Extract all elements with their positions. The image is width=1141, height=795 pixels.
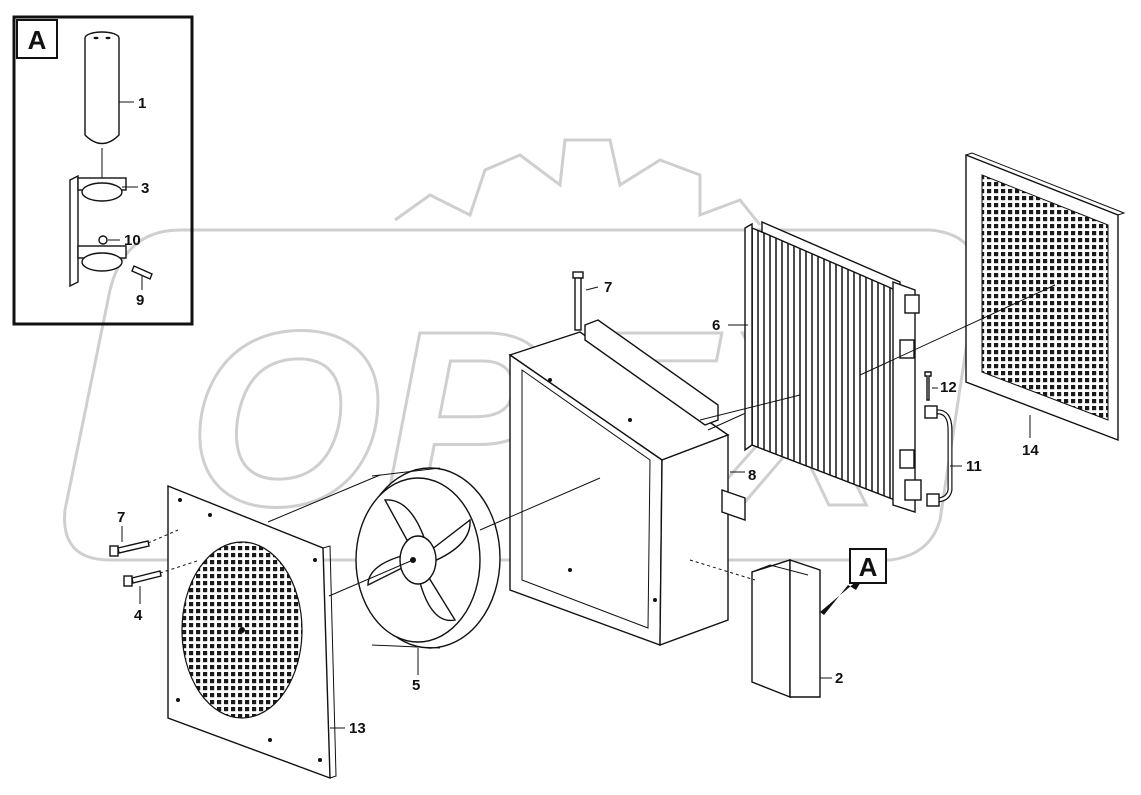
frame-housing-part	[508, 319, 749, 647]
fan-shroud-plate-part	[167, 484, 337, 780]
screw-part-12	[924, 371, 932, 401]
mounting-bracket-part	[69, 174, 153, 288]
detail-inset-a: A	[12, 15, 194, 326]
duct-cover-part	[751, 559, 821, 699]
part-label-2: 2	[835, 670, 843, 687]
part-label-11: 11	[966, 458, 982, 475]
part-label-3: 3	[141, 180, 149, 197]
assembly-lines	[147, 284, 1056, 597]
part-label-14: 14	[1022, 442, 1039, 459]
part-label-1: 1	[138, 95, 146, 112]
part-label-5: 5	[412, 677, 420, 694]
part-labels: 1 3 10 9 7 6 8 12 11 14 2 5 13 4 7	[117, 95, 1039, 737]
part-label-4: 4	[134, 607, 143, 624]
part-label-13: 13	[349, 720, 366, 737]
part-label-10: 10	[124, 232, 141, 249]
receiver-drier-part	[84, 31, 120, 188]
part-label-7-left: 7	[117, 509, 125, 526]
part-label-12: 12	[940, 379, 957, 396]
part-label-7-top: 7	[604, 279, 612, 296]
bolt-part-4	[123, 570, 162, 587]
condenser-part	[744, 220, 922, 513]
pipe-part	[924, 405, 953, 507]
fan-assembly-part	[355, 467, 501, 649]
callout-letter: A	[859, 552, 878, 582]
part-label-9: 9	[136, 292, 144, 309]
part-label-8: 8	[748, 467, 756, 484]
part-label-6: 6	[712, 317, 720, 334]
bolt-part-7-top	[572, 271, 584, 331]
detail-callout-a: A	[820, 548, 887, 615]
protective-grille-part	[965, 152, 1126, 442]
leader-lines	[108, 101, 1031, 729]
inset-letter: A	[28, 25, 47, 55]
bolt-part-7-left	[109, 540, 150, 557]
